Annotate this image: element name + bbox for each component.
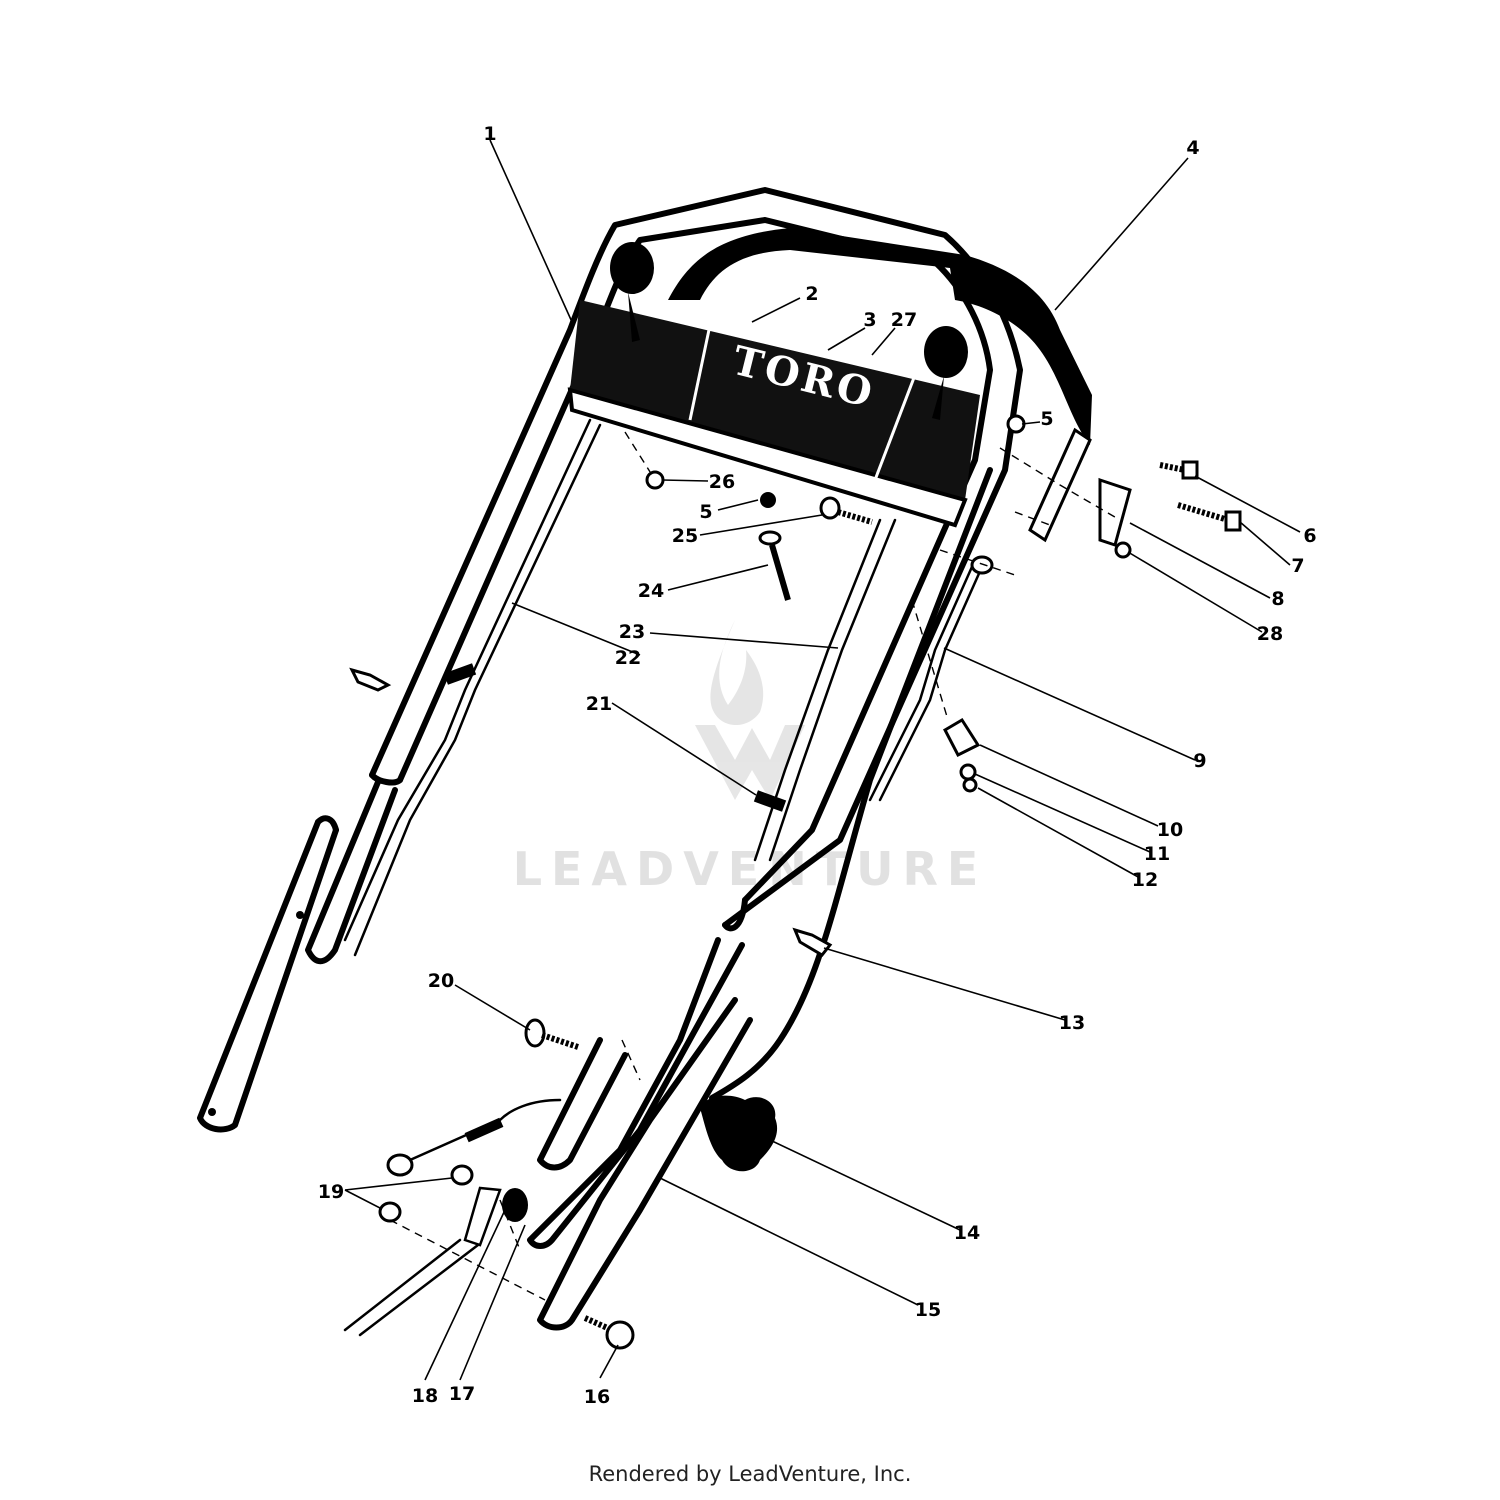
washer-11	[959, 763, 977, 781]
grip	[668, 228, 1092, 445]
lower-tube-left	[197, 779, 398, 1133]
label-23: 23	[619, 621, 645, 643]
bolt-20	[524, 1018, 579, 1050]
control-rod-22b	[343, 418, 592, 942]
bolt-24	[758, 530, 791, 601]
mount-line	[343, 1238, 462, 1332]
label-15: 15	[915, 1299, 941, 1321]
label-3: 3	[863, 309, 876, 331]
label-28: 28	[1257, 623, 1283, 645]
label-21: 21	[586, 693, 612, 715]
bolt-7	[1177, 502, 1242, 532]
control-panel: TORO	[567, 300, 980, 528]
mount-line-b	[358, 1243, 480, 1337]
label-12: 12	[1132, 869, 1158, 891]
clip-13	[792, 927, 833, 957]
nut-5-top	[1006, 414, 1026, 434]
nut-12	[962, 777, 978, 793]
label-17: 17	[449, 1383, 475, 1405]
bolt-16	[583, 1315, 635, 1350]
label-6: 6	[1303, 525, 1316, 547]
control-rod-23b	[753, 518, 882, 862]
label-26: 26	[709, 471, 735, 493]
watermark-logo	[695, 620, 805, 800]
label-4: 4	[1186, 137, 1199, 159]
knob-14	[700, 1095, 778, 1172]
label-25: 25	[672, 525, 698, 547]
label-20: 20	[428, 970, 454, 992]
label-16: 16	[584, 1386, 610, 1408]
label-22: 22	[615, 647, 641, 669]
label-5-top: 5	[1040, 408, 1053, 430]
leader-lines	[344, 139, 1301, 1381]
label-18: 18	[412, 1385, 438, 1407]
spring-left	[443, 663, 477, 685]
label-7: 7	[1291, 555, 1304, 577]
spring-21	[753, 790, 787, 812]
footer-credit: Rendered by LeadVenture, Inc.	[588, 1462, 912, 1486]
label-24: 24	[638, 580, 664, 602]
control-rod-22	[353, 423, 602, 957]
control-rod-23	[768, 518, 897, 862]
bolt-25	[819, 496, 873, 525]
lower-cable-eye	[386, 1153, 414, 1177]
clip-left	[349, 667, 392, 692]
cable-9b	[868, 558, 977, 802]
label-8: 8	[1271, 588, 1284, 610]
control-knob-left	[610, 242, 654, 342]
assembly-lines	[389, 431, 1121, 1301]
lower-cable-spring	[464, 1117, 504, 1143]
label-27: 27	[891, 309, 917, 331]
bolt-6	[1159, 460, 1199, 480]
control-knob-right	[924, 326, 968, 420]
cable-eye	[970, 555, 994, 575]
nut-28	[1114, 541, 1132, 559]
lower-tube-right	[527, 467, 993, 1331]
nut-26	[645, 470, 665, 490]
nut-5-mid	[760, 492, 776, 508]
label-9: 9	[1193, 750, 1206, 772]
bracket-18	[463, 1186, 502, 1247]
label-11: 11	[1144, 843, 1170, 865]
label-1: 1	[483, 123, 496, 145]
label-19: 19	[318, 1181, 344, 1203]
clip-10	[943, 717, 981, 758]
nut-19-lower	[378, 1201, 402, 1223]
label-5-mid: 5	[699, 501, 712, 523]
upper-handle	[369, 187, 1023, 932]
label-2: 2	[805, 283, 818, 305]
nut-19-upper	[450, 1164, 474, 1186]
label-14: 14	[954, 1222, 980, 1244]
washer-17	[502, 1188, 528, 1222]
label-13: 13	[1059, 1012, 1085, 1034]
watermark-text: LEADVENTURE	[513, 842, 988, 896]
label-10: 10	[1157, 819, 1183, 841]
bracket-8	[1098, 477, 1132, 547]
cable-9	[878, 558, 987, 802]
